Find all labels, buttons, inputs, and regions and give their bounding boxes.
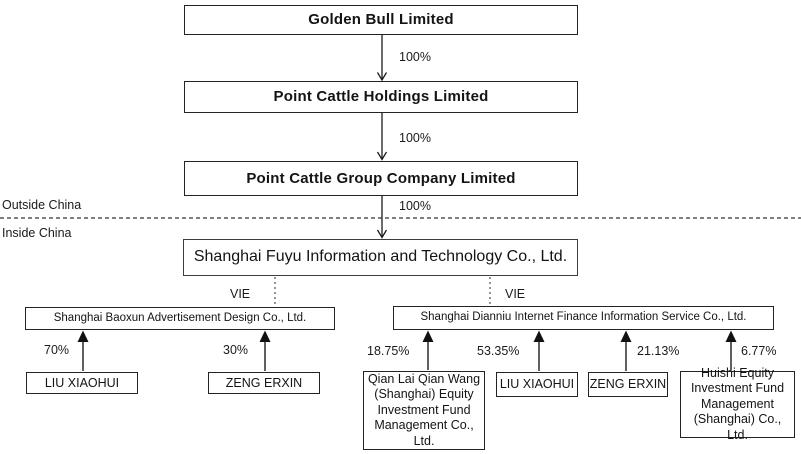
arrow-qianlai-to-dianniu — [422, 330, 434, 370]
node-qian-lai-qian-wang: Qian Lai Qian Wang (Shanghai) Equity Inv… — [363, 371, 485, 450]
node-liu-xiaohui-right: LIU XIAOHUI — [496, 372, 578, 397]
arrow-huishi-to-dianniu — [725, 330, 737, 370]
edge-label-qianlai-dianniu: 18.75% — [367, 344, 410, 358]
edge-label-zeng-baoxun: 30% — [223, 343, 249, 357]
edge-label-zeng-dianniu: 21.13% — [637, 344, 680, 358]
arrow-zeng-to-dianniu — [620, 330, 632, 371]
region-label-outside-china: Outside China — [2, 198, 82, 212]
node-huishi: Huishi Equity Investment Fund Management… — [680, 366, 795, 442]
edge-label-holdings-group: 100% — [399, 131, 431, 145]
node-point-cattle-group: Point Cattle Group Company Limited — [184, 161, 578, 196]
node-baoxun: Shanghai Baoxun Advertisement Design Co.… — [25, 307, 335, 330]
arrow-liu-to-baoxun — [77, 330, 89, 371]
node-zeng-erxin-right: ZENG ERXIN — [588, 372, 668, 397]
node-golden-bull: Golden Bull Limited — [184, 5, 578, 35]
node-liu-xiaohui-left: LIU XIAOHUI — [26, 372, 138, 394]
arrow-goldenbull-to-holdings — [376, 35, 388, 82]
edge-label-vie-right: VIE — [505, 287, 526, 301]
node-dianniu: Shanghai Dianniu Internet Finance Inform… — [393, 306, 774, 330]
arrow-liu-to-dianniu — [533, 330, 545, 371]
edge-label-group-fuyu: 100% — [399, 199, 431, 213]
region-label-inside-china: Inside China — [2, 226, 72, 240]
arrow-zeng-to-baoxun — [259, 330, 271, 371]
edge-label-liu-dianniu: 53.35% — [477, 344, 520, 358]
node-point-cattle-holdings: Point Cattle Holdings Limited — [184, 81, 578, 113]
node-shanghai-fuyu: Shanghai Fuyu Information and Technology… — [183, 239, 578, 276]
edge-label-liu-baoxun: 70% — [44, 343, 70, 357]
arrow-group-to-fuyu — [376, 196, 388, 239]
edge-label-goldenbull-holdings: 100% — [399, 50, 431, 64]
edge-label-huishi-dianniu: 6.77% — [741, 344, 777, 358]
arrow-holdings-to-group — [376, 113, 388, 161]
node-zeng-erxin-left: ZENG ERXIN — [208, 372, 320, 394]
edge-label-vie-left: VIE — [230, 287, 251, 301]
